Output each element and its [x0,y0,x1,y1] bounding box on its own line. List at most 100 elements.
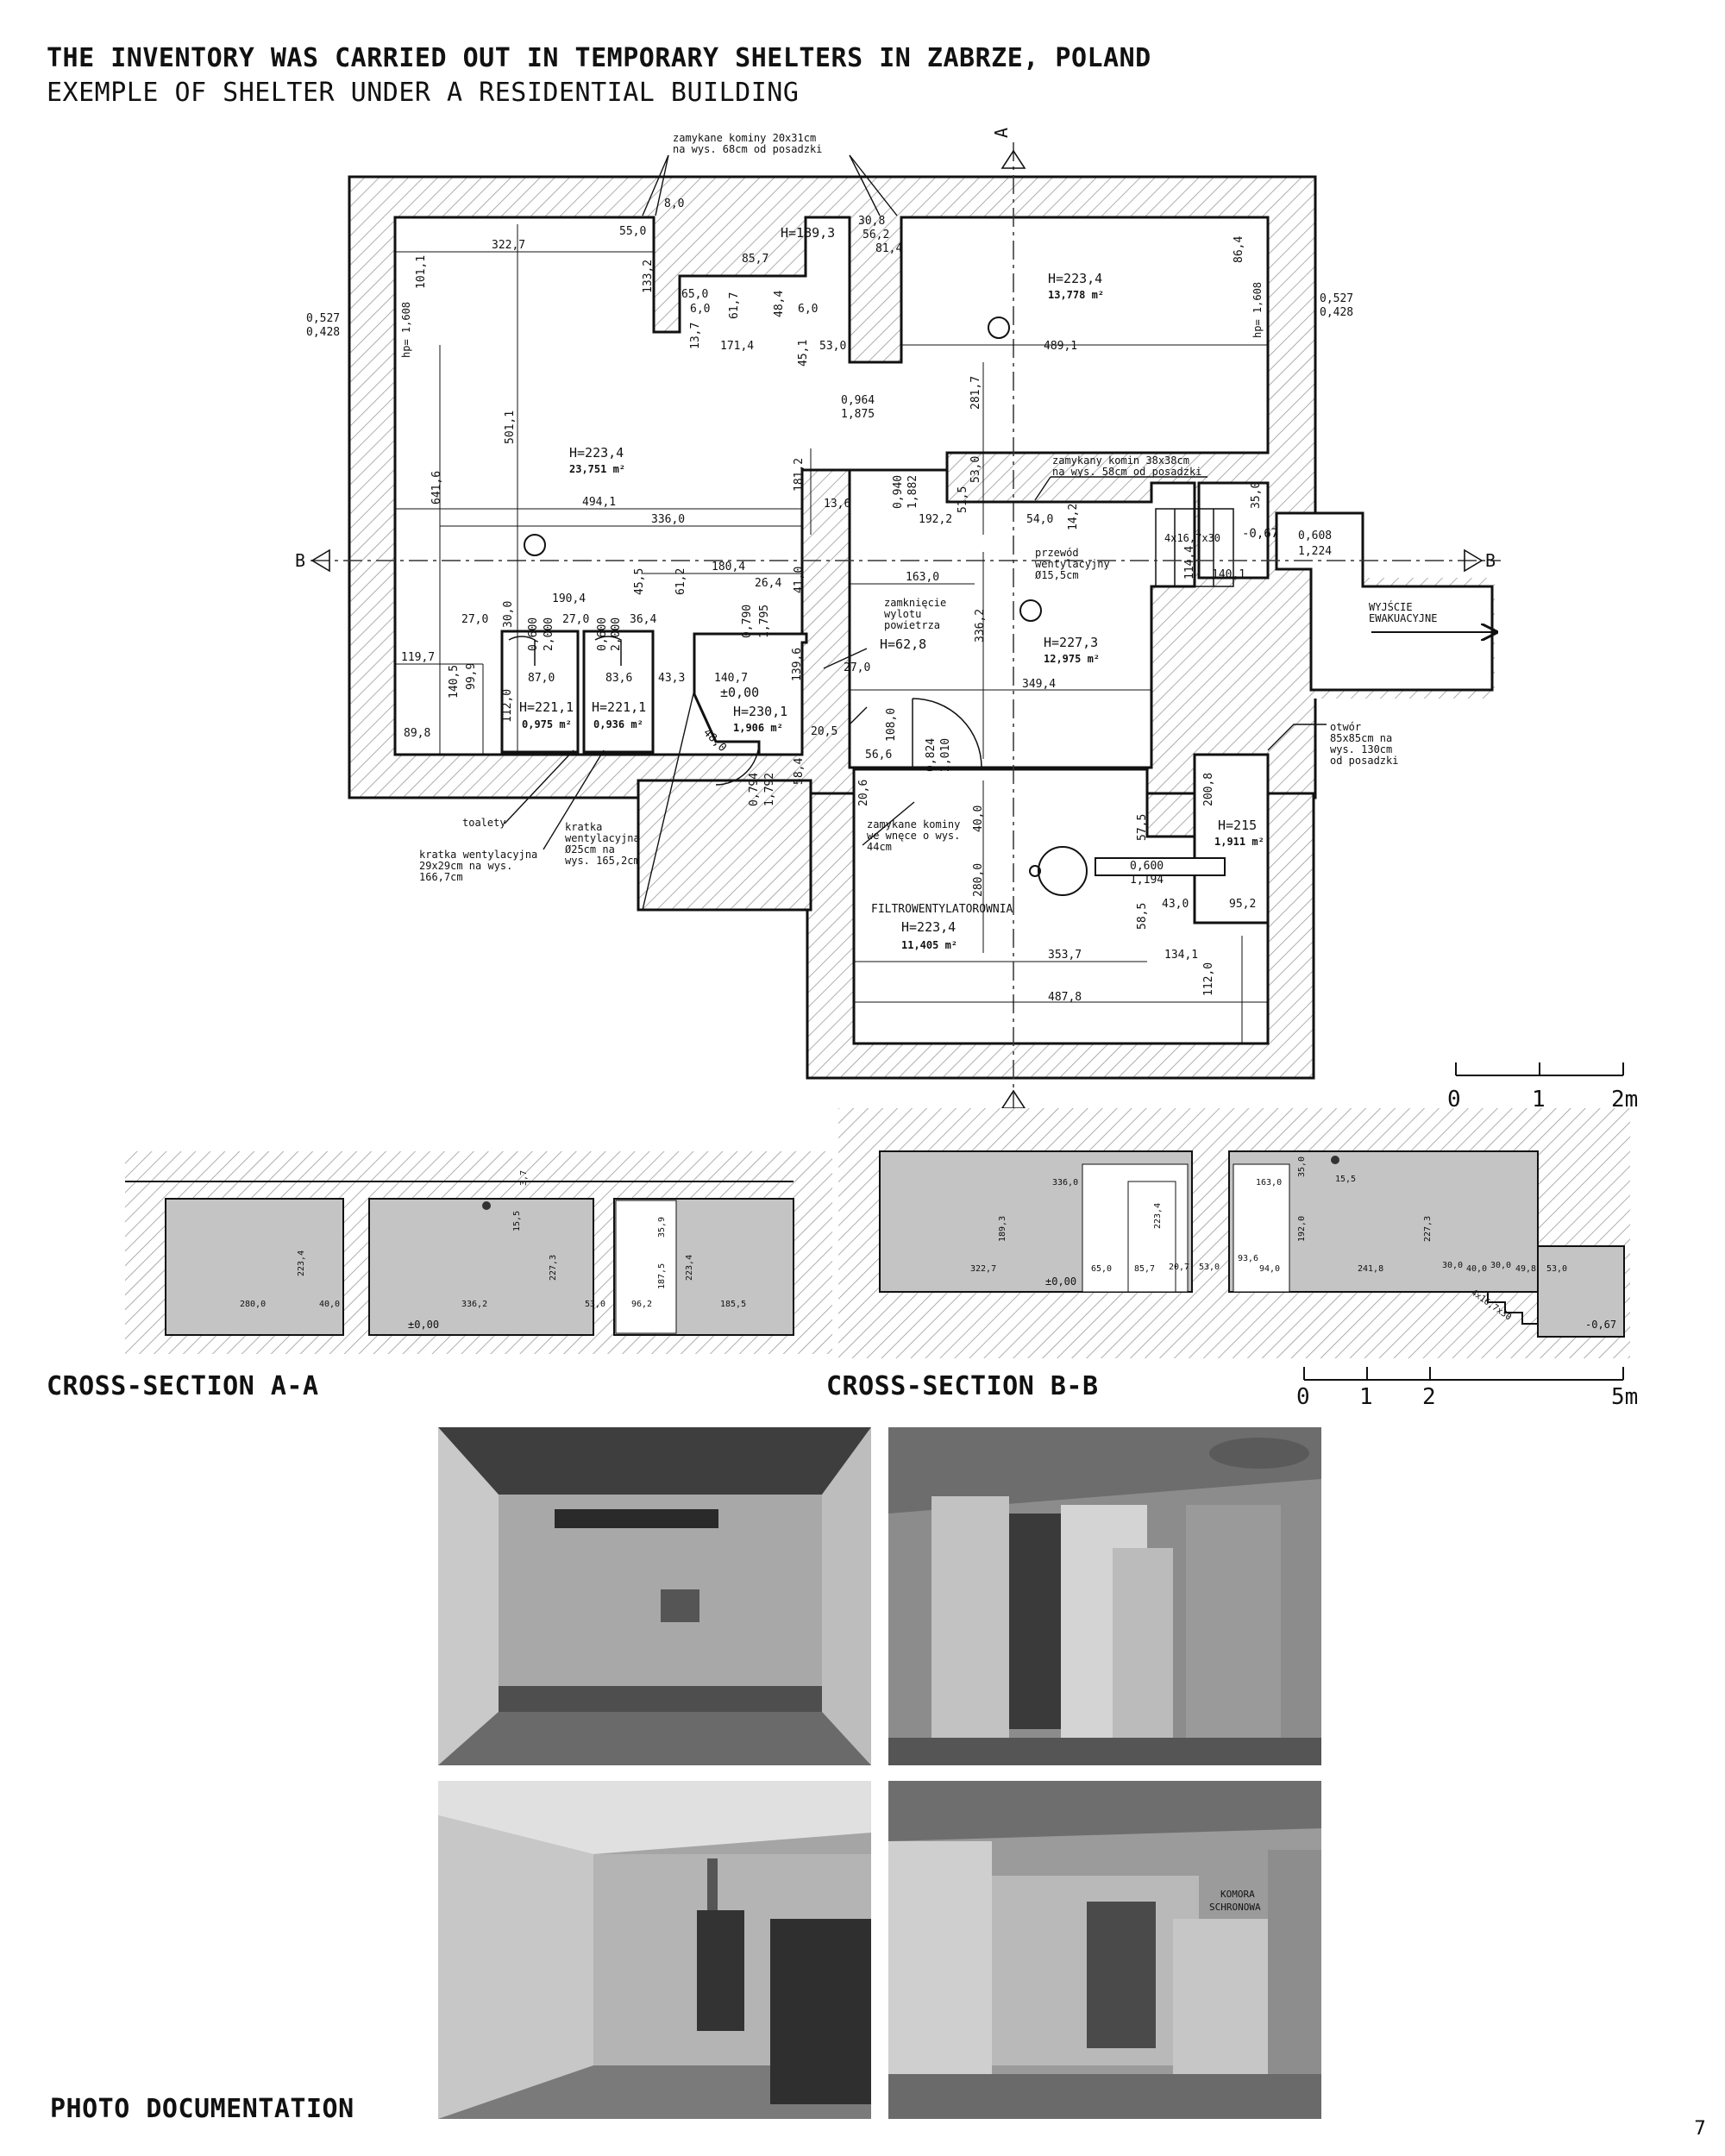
dim: 57,5 [1136,814,1149,841]
dim: 494,1 [582,496,616,509]
dim: 61,7 [728,292,741,319]
section-bb-dim: 15,5 [1335,1175,1356,1184]
section-aa-dim: 336,2 [461,1300,487,1309]
dim: 26,4 [755,577,781,590]
section-aa-dim: 227,3 [549,1255,558,1281]
dim: 190,4 [552,592,586,605]
section-aa: 280,0 40,0 223,4 15,5 3,7 336,2 227,3 53… [125,1151,832,1354]
room-small-right [1193,753,1270,924]
note-grate-2-4: wys. 165,2cm [565,855,640,867]
section-bb-dim: 94,0 [1259,1264,1280,1274]
dim: 61,2 [674,568,687,595]
dim: hp= 1,608 [1251,282,1264,338]
dim: 1,795 [758,605,771,638]
note-duct-3: Ø15,5cm [1035,569,1079,581]
room-filter-area: 11,405 m² [901,939,957,951]
room-small-right-height: H=215 [1218,818,1257,833]
section-aa-room-2 [368,1198,594,1336]
page-subtitle: EXEMPLE OF SHELTER UNDER A RESIDENTIAL B… [47,78,800,108]
section-lines [310,142,1501,1112]
room-small-right-area: 1,911 m² [1214,836,1264,848]
section-bb-dim: 322,7 [970,1264,996,1274]
dim: 36,4 [630,613,656,626]
dim: 8,0 [664,197,684,210]
dim: 85,7 [742,253,768,266]
dim: 58,5 [1136,903,1149,930]
stairs [1155,508,1234,587]
photo-documentation-label: PHOTO DOCUMENTATION [50,2094,354,2124]
section-mark-a-top: A [991,128,1012,138]
note-duct-2: wentylacyjny [1035,558,1110,570]
note-exhaust-3: powietrza [884,619,940,631]
section-scale-2: 2 [1422,1384,1436,1410]
dim: 134,1 [1164,949,1198,962]
dim: 353,7 [1048,949,1082,962]
section-aa-dim: 185,5 [720,1300,746,1309]
note-exhaust-1: zamknięcie [884,597,946,609]
dim: 2,000 [610,617,623,651]
dim: 2,010 [939,738,952,772]
dim: 108,0 [885,708,898,742]
dim: 0,790 [741,605,754,638]
dim: 30,0 [502,601,515,628]
room-main-left-height: H=223,4 [569,445,624,461]
note-niche-chimneys-1: zamykane kominy [867,818,960,830]
room-zero-level: ±0,00 [720,685,759,700]
section-bb-label: CROSS-SECTION B-B [826,1371,1099,1401]
dim: 55,0 [619,225,646,238]
section-bb-dim: 227,3 [1423,1216,1433,1242]
section-bb-dim: 65,0 [1091,1264,1112,1274]
section-bb-dim: 35,0 [1297,1156,1307,1177]
section-mark-b-left: B [295,550,305,571]
note-opening-2: 85x85cm na [1330,732,1392,744]
room-filter-height: H=223,4 [901,919,956,935]
dim: 140,7 [714,672,748,685]
dim: 322,7 [492,239,525,252]
dim: 349,4 [1022,678,1056,691]
dim: 1,882 [906,475,919,509]
room-upper-right-area: 13,778 m² [1048,289,1104,301]
section-aa-dim: 187,5 [657,1263,667,1289]
note-grate-1-2: 29x29cm na wys. [419,860,512,872]
photo-shelter-room [438,1427,871,1765]
dim: 280,0 [972,863,985,897]
section-bb-dim: 192,0 [1297,1216,1307,1242]
dim: 43,3 [658,672,685,685]
dim: 45,5 [633,568,646,595]
section-bb-dim: 189,3 [998,1216,1007,1242]
section-bb-dim: 30,0 [1442,1261,1463,1270]
section-aa-dim: 40,0 [319,1300,340,1309]
dim: 336,0 [651,513,685,526]
section-aa-dim: 223,4 [685,1255,694,1281]
dim: 0,600 [527,617,540,651]
section-bb-dim: 336,0 [1052,1178,1078,1188]
room-upper-right-height: H=223,4 [1048,271,1102,286]
dim: 336,2 [974,609,987,642]
note-exhaust-2: wylotu [884,608,921,620]
page-number: 7 [1694,2118,1706,2140]
floor-plan: A A B B [295,128,1638,1121]
dim: 0,940 [892,475,905,509]
note-grate-2-1: kratka [565,821,602,833]
note-grate-2-2: wentylacyjna [565,832,640,844]
room-toilet-1 [500,630,580,754]
dim: hp= 1,608 [400,302,412,358]
room-toilet-1-height: H=221,1 [519,699,574,715]
room-toilet-2 [582,630,655,754]
dim: 489,1 [1044,340,1077,353]
dim: 140,5 [448,665,461,699]
dim: 139,6 [791,648,804,681]
dim: 65,0 [681,288,708,301]
dim: 641,6 [430,471,443,505]
dim: 192,2 [919,513,952,526]
dim: 43,0 [1162,898,1189,911]
dim: 99,9 [465,663,478,690]
section-aa-room-1 [165,1198,344,1336]
dim: 13,7 [689,323,702,349]
plan-scale-0: 0 [1447,1087,1461,1112]
note-exit-1: WYJŚCIE [1369,600,1413,613]
dim: 0,428 [1320,306,1353,319]
section-bb-dim: 93,6 [1238,1254,1258,1263]
note-grate-2-3: Ø25cm na [565,843,615,856]
photo-shelter-doors [888,1427,1321,1765]
